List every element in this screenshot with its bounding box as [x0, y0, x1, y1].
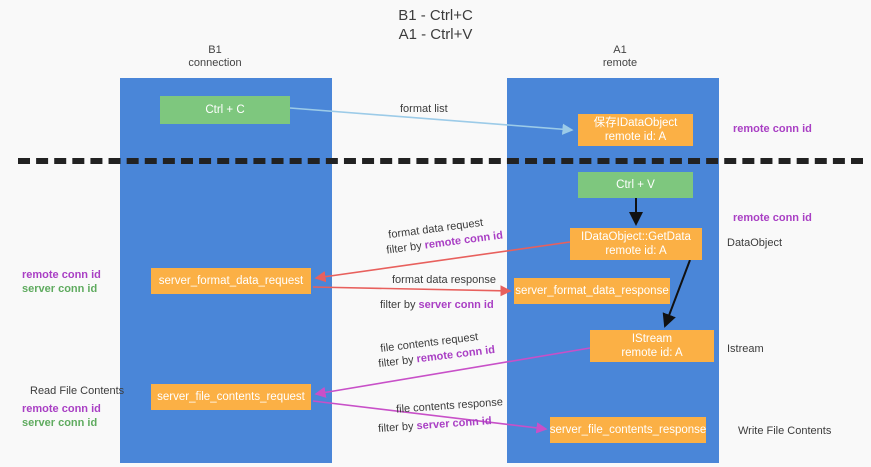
node-ctrl-v-label: Ctrl + V: [616, 179, 655, 191]
node-save-idataobject-sub: remote id: A: [604, 131, 667, 143]
node-istream-sub: remote id: A: [621, 347, 683, 359]
node-idataobject-getdata-sub: remote id: A: [605, 245, 667, 257]
annotation-right-remote-conn-id-top: remote conn id: [733, 123, 812, 135]
node-istream[interactable]: IStream remote id: A: [590, 330, 714, 362]
node-server-format-data-request-label: server_format_data_request: [158, 275, 304, 287]
node-istream-label: IStream: [631, 333, 673, 345]
node-server-file-contents-response-label: server_file_contents_response: [549, 424, 707, 436]
annotation-left-server-conn-id-bottom: server conn id: [22, 417, 98, 429]
column-header-a1: A1 remote: [555, 44, 685, 70]
diagram-title: B1 - Ctrl+C A1 - Ctrl+V: [0, 6, 871, 44]
node-ctrl-v[interactable]: Ctrl + V: [578, 172, 693, 198]
annotation-left-conn-ids-top: remote conn id server conn id: [22, 268, 101, 296]
filter-key-server-conn-id: server conn id: [418, 299, 494, 311]
filter-prefix: filter by: [380, 299, 419, 311]
node-save-idataobject[interactable]: 保存IDataObject remote id: A: [578, 114, 693, 146]
edge-label-file-contents-response-filter: filter by server conn id: [378, 414, 492, 436]
filter-prefix: filter by: [385, 239, 426, 257]
column-header-b1: B1 connection: [150, 44, 280, 70]
annotation-right-remote-conn-id-mid: remote conn id: [733, 212, 812, 224]
edge-label-format-data-response: format data response: [392, 274, 496, 286]
annotation-left-server-conn-id-top: server conn id: [22, 283, 98, 295]
node-server-format-data-request[interactable]: server_format_data_request: [151, 268, 311, 294]
annotation-right-istream: Istream: [727, 343, 764, 355]
node-server-file-contents-response[interactable]: server_file_contents_response: [550, 417, 706, 443]
title-line-2: A1 - Ctrl+V: [398, 26, 473, 43]
filter-prefix: filter by: [377, 420, 417, 435]
column-header-b1-role: connection: [188, 57, 242, 69]
column-header-a1-role: remote: [602, 57, 638, 69]
edge-label-format-data-response-filter: filter by server conn id: [380, 298, 494, 312]
annotation-left-remote-conn-id-bottom: remote conn id: [22, 403, 101, 415]
annotation-right-dataobject: DataObject: [727, 237, 783, 249]
annotation-left-read-file-contents: Read File Contents: [30, 385, 125, 397]
edge-label-format-list: format list: [400, 103, 448, 115]
node-idataobject-getdata[interactable]: IDataObject::GetData remote id: A: [570, 228, 702, 260]
title-line-1: B1 - Ctrl+C: [398, 7, 473, 24]
column-header-b1-name: B1: [208, 44, 222, 56]
filter-prefix: filter by: [377, 353, 418, 371]
filter-key-server-conn-id: server conn id: [416, 415, 492, 433]
node-server-file-contents-request[interactable]: server_file_contents_request: [151, 384, 311, 410]
node-ctrl-c[interactable]: Ctrl + C: [160, 96, 290, 124]
node-server-format-data-response[interactable]: server_format_data_response: [514, 278, 670, 304]
column-header-a1-name: A1: [613, 44, 627, 56]
node-server-file-contents-request-label: server_file_contents_request: [157, 391, 305, 403]
phase-divider: [18, 158, 863, 164]
node-idataobject-getdata-label: IDataObject::GetData: [581, 231, 691, 243]
annotation-right-write-file-contents: Write File Contents: [738, 425, 832, 437]
annotation-left-remote-conn-id-top: remote conn id: [22, 269, 101, 281]
annotation-left-conn-ids-bottom: remote conn id server conn id: [22, 402, 101, 430]
edge-format-data-response: [312, 285, 512, 297]
node-save-idataobject-label: 保存IDataObject: [593, 117, 678, 129]
node-server-format-data-response-label: server_format_data_response: [515, 285, 669, 297]
node-ctrl-c-label: Ctrl + C: [205, 104, 245, 116]
